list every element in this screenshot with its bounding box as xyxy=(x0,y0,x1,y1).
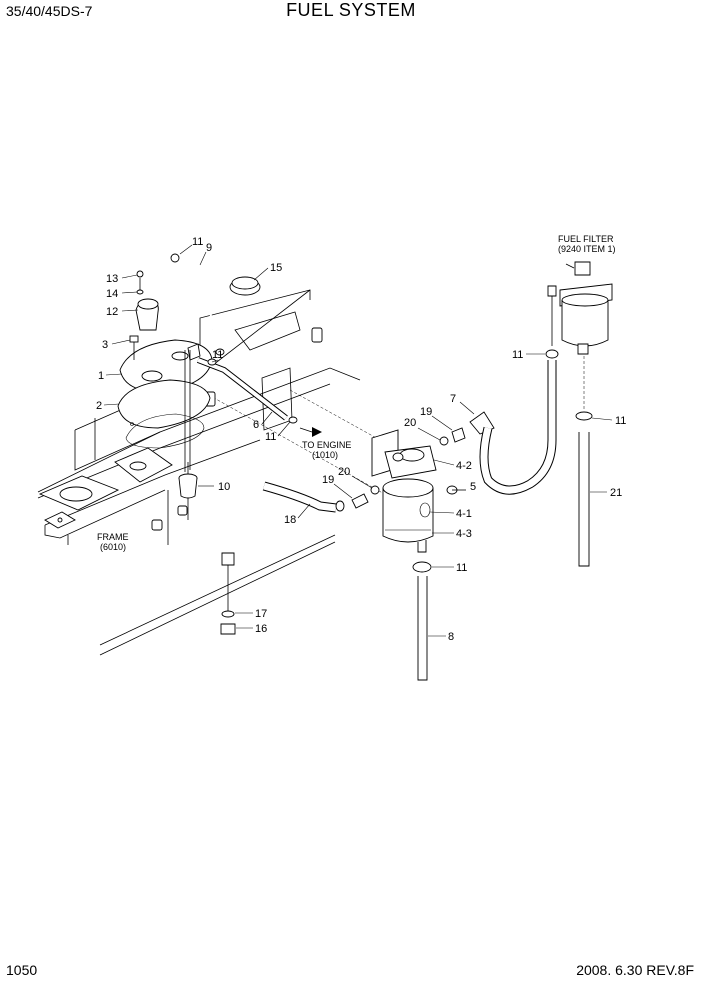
block-part xyxy=(177,505,188,516)
callout-19-upper: 19 xyxy=(420,406,432,418)
fuel-cap xyxy=(229,276,261,296)
callout-14: 14 xyxy=(106,288,118,300)
callout-19-lower: 19 xyxy=(322,474,334,486)
block-part xyxy=(151,519,163,531)
pipe-8 xyxy=(412,561,432,681)
page-number: 1050 xyxy=(6,962,38,978)
callout-12: 12 xyxy=(106,306,118,318)
callout-11-top: 11 xyxy=(192,236,203,248)
callout-5: 5 xyxy=(470,481,476,493)
fuel-filter xyxy=(547,261,613,355)
callout-17: 17 xyxy=(255,608,267,620)
callout-21: 21 xyxy=(610,487,622,499)
drain-plug xyxy=(220,552,236,635)
gasket xyxy=(117,379,211,449)
hose-18 xyxy=(262,481,345,513)
callout-10: 10 xyxy=(218,481,230,493)
suction-tube xyxy=(170,253,213,331)
callout-11-filter: 11 xyxy=(456,562,467,574)
callout-15: 15 xyxy=(270,262,282,274)
callout-1: 1 xyxy=(98,370,104,382)
callouts: 11 9 15 13 14 12 3 1 2 11 6 11 10 18 19 … xyxy=(96,236,626,643)
to-engine-arrow xyxy=(299,427,322,437)
note-fuel-filter-ref: (9240 ITEM 1) xyxy=(558,244,616,254)
block-part xyxy=(311,327,323,343)
callout-11-mid: 11 xyxy=(212,349,223,361)
date-revision: 2008. 6.30 REV.8F xyxy=(576,962,694,978)
callout-4-1: 4-1 xyxy=(456,508,472,520)
pipe-21 xyxy=(575,356,593,567)
callout-3: 3 xyxy=(102,339,108,351)
callout-20-lower: 20 xyxy=(338,466,350,478)
note-frame: FRAME xyxy=(97,532,129,542)
callout-16: 16 xyxy=(255,623,267,635)
fitting-19-upper xyxy=(451,427,466,443)
note-fuel-filter: FUEL FILTER xyxy=(558,234,614,244)
callout-9: 9 xyxy=(206,242,212,254)
hose-loop xyxy=(479,349,559,495)
callout-6: 6 xyxy=(253,419,259,431)
water-separator xyxy=(371,429,466,553)
frame-plate xyxy=(38,475,120,529)
callout-11-right-top: 11 xyxy=(512,349,523,361)
callout-4-3: 4-3 xyxy=(456,528,472,540)
pickup-tube xyxy=(184,350,191,472)
callout-18: 18 xyxy=(284,514,296,526)
callout-13: 13 xyxy=(106,273,118,285)
note-to-engine-ref: (1010) xyxy=(312,450,338,460)
drain-plate xyxy=(114,447,173,483)
callout-8: 8 xyxy=(448,631,454,643)
page-title: FUEL SYSTEM xyxy=(286,0,416,20)
return-pipe xyxy=(187,343,298,424)
callout-20-upper: 20 xyxy=(404,417,416,429)
model-number: 35/40/45DS-7 xyxy=(6,3,93,19)
note-to-engine: TO ENGINE xyxy=(302,440,351,450)
bolt-3 xyxy=(129,335,139,360)
note-frame-ref: (6010) xyxy=(100,542,126,552)
sender-unit xyxy=(135,270,159,331)
callout-4-2: 4-2 xyxy=(456,460,472,472)
callout-11-low: 11 xyxy=(265,431,276,443)
callout-7: 7 xyxy=(450,393,456,405)
callout-2: 2 xyxy=(96,400,102,412)
fitting-19-lower xyxy=(351,485,380,509)
strainer xyxy=(178,473,198,499)
callout-11-right-mid: 11 xyxy=(615,415,626,427)
